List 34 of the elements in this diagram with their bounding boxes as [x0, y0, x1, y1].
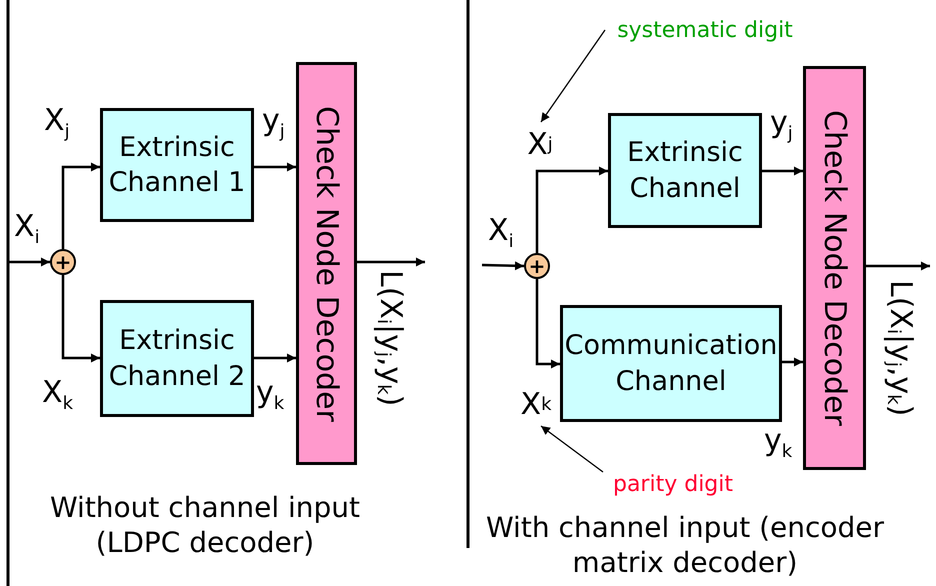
channel-box: Extrinsic Channel	[608, 113, 762, 228]
edge-label: X$_{j}$	[44, 106, 70, 141]
edge-label: X$_{k}$	[42, 378, 73, 413]
leader-line	[540, 30, 606, 122]
channel-box: Extrinsic Channel 2	[100, 300, 254, 417]
arrow	[62, 275, 100, 362]
edge-label: y$_{j}$	[770, 108, 793, 143]
annotation-text: parity digit	[603, 468, 743, 500]
decoder-box: Check Node Decoder	[803, 66, 866, 470]
arrow	[254, 162, 296, 172]
arrow	[254, 354, 296, 362]
channel-box: Extrinsic Channel 1	[100, 108, 254, 222]
arrow	[866, 262, 930, 270]
edge-label: y$_{k}$	[256, 378, 284, 413]
arrow	[62, 162, 100, 249]
arrow	[762, 166, 803, 176]
annotation-text: systematic digit	[605, 14, 805, 46]
arrow	[536, 166, 608, 253]
panel-caption: With channel input (encoder matrix decoder)	[484, 510, 886, 580]
edge-label: X$_{i}$	[488, 216, 514, 251]
arrow	[536, 279, 560, 368]
panel-caption: Without channel input (LDPC decoder)	[48, 490, 362, 560]
decoder-box: Check Node Decoder	[296, 62, 357, 465]
leader-line	[540, 425, 604, 473]
arrow	[482, 261, 524, 270]
adder-circle: +	[524, 253, 550, 279]
arrow	[782, 358, 803, 366]
edge-label: y$_{j}$	[262, 106, 285, 141]
channel-box: Communication Channel	[560, 305, 782, 422]
edge-label: y$_{k}$	[764, 426, 792, 461]
edge-label: X$_{i}$	[14, 212, 40, 247]
adder-circle: +	[50, 249, 76, 275]
arrow	[357, 258, 425, 266]
arrow	[8, 258, 50, 266]
